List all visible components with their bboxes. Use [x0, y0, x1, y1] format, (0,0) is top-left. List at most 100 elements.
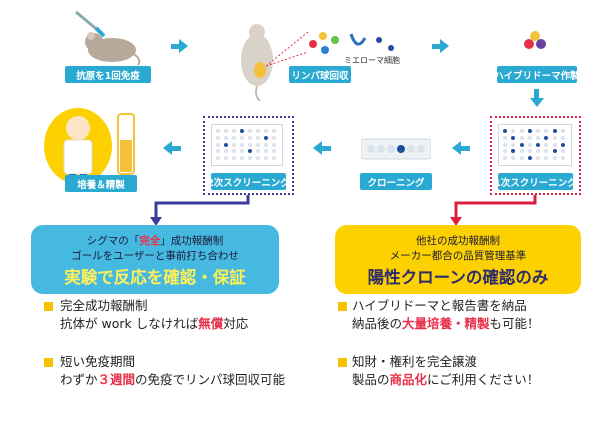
sigma-success-panel: シグマの「完全」成功報酬制 ゴールをユーザーと事前打ち合わせ 実験で反応を確認・…: [31, 225, 279, 294]
note-right2-body-post: にご利用ください！: [427, 372, 540, 387]
well-hit: [527, 129, 532, 133]
well: [503, 135, 507, 140]
well: [552, 135, 557, 140]
well: [536, 149, 540, 154]
well: [216, 135, 220, 140]
hybridoma-cells-icon: [522, 30, 548, 52]
well-hit: [248, 149, 252, 154]
well-hit: [552, 129, 557, 133]
well: [519, 156, 524, 161]
cell-dots-icon: [307, 28, 407, 58]
well: [248, 142, 252, 147]
note-left2-body-red: ３週間: [97, 372, 136, 387]
note-right2-body-red: 商品化: [389, 372, 428, 387]
well: [272, 149, 276, 154]
bullet-square: [44, 302, 53, 311]
well-hit: [511, 149, 516, 154]
well-hit: [519, 142, 524, 147]
well-hit: [511, 135, 516, 140]
connector-right-path: [440, 193, 580, 227]
arrow-left-3: [452, 141, 461, 155]
well: [224, 149, 228, 154]
competitor-panel: 他社の成功報酬制 メーカー都合の品質管理基準 陽性クローンの確認のみ: [335, 225, 581, 294]
note-left1-body: 抗体が work しなければ無償対応: [60, 316, 248, 332]
well: [256, 129, 260, 133]
well: [224, 135, 228, 140]
myeloma-label: ミエローマ細胞: [344, 56, 400, 65]
arrow-shaft-5: [460, 146, 470, 151]
well: [527, 135, 532, 140]
arrow-right-1: [179, 39, 188, 53]
dissected-mouse-illustration: [232, 22, 282, 102]
sigma-panel-line1-pre: シグマの「: [86, 235, 140, 247]
well: [216, 149, 220, 154]
arrow-shaft-1: [171, 44, 180, 49]
sigma-panel-line1: シグマの「完全」成功報酬制: [31, 233, 279, 248]
note-left1-body-pre: 抗体が work しなければ: [60, 316, 199, 331]
well: [536, 156, 540, 161]
well: [511, 142, 516, 147]
well: [248, 156, 252, 161]
well-hit: [224, 142, 228, 147]
sigma-panel-highlight: 完全: [139, 235, 161, 247]
well: [552, 142, 557, 147]
screen1-box: [490, 116, 581, 195]
well: [264, 149, 268, 154]
well: [272, 129, 276, 133]
sigma-panel-headline: 実験で反応を確認・保証: [64, 268, 246, 287]
well: [560, 129, 565, 133]
step-label-screen1: 1次スクリーニング: [494, 173, 577, 190]
well: [240, 149, 244, 154]
step-label-cloning: クローニング: [360, 173, 432, 190]
step-label-culture: 培養＆精製: [65, 175, 137, 192]
well: [248, 129, 252, 133]
well: [527, 142, 532, 147]
well: [536, 129, 540, 133]
well: [503, 142, 507, 147]
arrow-left-2: [313, 141, 322, 155]
note-right2-body-pre: 製品の: [352, 372, 390, 387]
well: [224, 156, 228, 161]
well: [232, 142, 236, 147]
well: [216, 156, 220, 161]
arrow-shaft-3: [171, 146, 181, 151]
well: [511, 156, 516, 161]
well: [272, 142, 276, 147]
arrow-left-1: [163, 141, 172, 155]
well: [264, 142, 268, 147]
well: [503, 156, 507, 161]
scientist-illustration: [42, 100, 142, 186]
note-right2-title: 知財・権利を完全譲渡: [352, 354, 478, 369]
well: [216, 142, 220, 147]
note-right1-body-red: 大量培養・精製: [402, 316, 490, 331]
note-left1-body-post: 対応: [223, 316, 249, 331]
well: [240, 135, 244, 140]
note-left2-body-pre: わずか: [60, 372, 98, 387]
well: [536, 135, 540, 140]
competitor-panel-line2: メーカー都合の品質管理基準: [389, 250, 527, 262]
mouse-illustration: [72, 10, 144, 66]
note-left1-title: 完全成功報酬制: [60, 298, 148, 313]
well: [544, 149, 549, 154]
well-hit: [264, 135, 268, 140]
step-label-immunize: 抗原を1回免疫: [65, 66, 151, 83]
well: [232, 129, 236, 133]
well: [256, 156, 260, 161]
note-right1-title: ハイブリドーマと報告書を納品: [352, 298, 527, 313]
well: [248, 135, 252, 140]
well-hit: [240, 129, 244, 133]
well: [240, 142, 244, 147]
well: [544, 156, 549, 161]
cloning-tube-strip-icon: [360, 137, 432, 161]
plate-screen1: [498, 124, 572, 166]
well: [224, 129, 228, 133]
well: [519, 129, 524, 133]
well: [256, 135, 260, 140]
competitor-panel-headline: 陽性クローンの確認のみ: [367, 268, 549, 287]
note-right1-body-post: も可能！: [489, 316, 540, 331]
well: [560, 149, 565, 154]
well: [232, 156, 236, 161]
connector-left-path: [140, 193, 300, 227]
collection-line-icon: [264, 30, 310, 70]
arrow-right-2: [440, 39, 449, 53]
